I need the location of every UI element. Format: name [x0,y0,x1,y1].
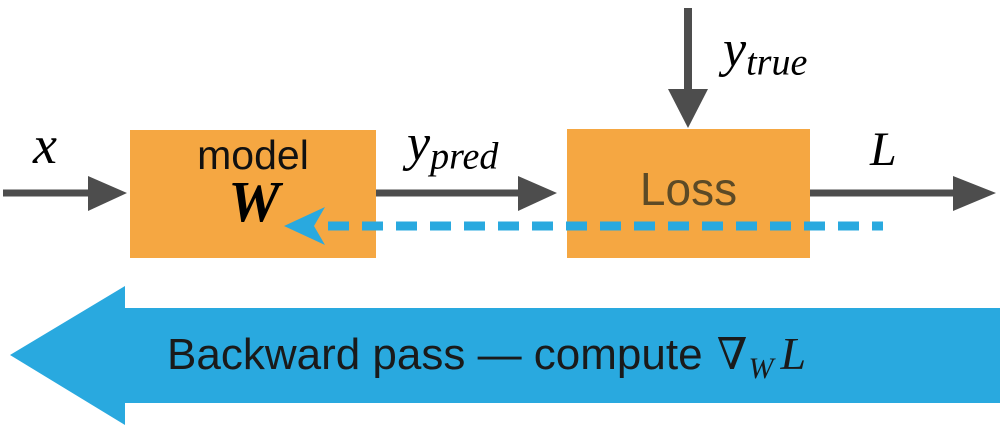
arrow-loss-to-L [810,176,996,211]
loss-output-label: L [870,126,897,174]
y-true-base: y [723,21,747,78]
nabla-symbol: ∇ [716,329,748,380]
y-pred-base: y [407,115,431,172]
model-node: model W [130,130,376,258]
L-symbol: L [870,123,897,176]
gradient-variable: L [780,328,807,379]
y-pred-subscript: pred [430,135,499,178]
loss-node-label: Loss [639,162,738,215]
arrow-x-to-model [3,176,127,211]
y-true-subscript: true [746,41,808,84]
x-symbol: x [33,115,57,175]
gradient-subscript: W [748,352,774,385]
input-x-label: x [33,118,57,172]
y-pred-label: ypred [407,115,499,178]
model-weights-label: W [228,169,280,235]
backward-pass-text: Backward pass — compute [167,330,703,379]
arrow-model-to-loss [376,176,557,211]
model-node-label: model [197,132,309,178]
arrow-ytrue-to-loss [668,8,708,128]
loss-node: Loss [567,129,810,258]
y-true-label: ytrue [723,21,808,84]
